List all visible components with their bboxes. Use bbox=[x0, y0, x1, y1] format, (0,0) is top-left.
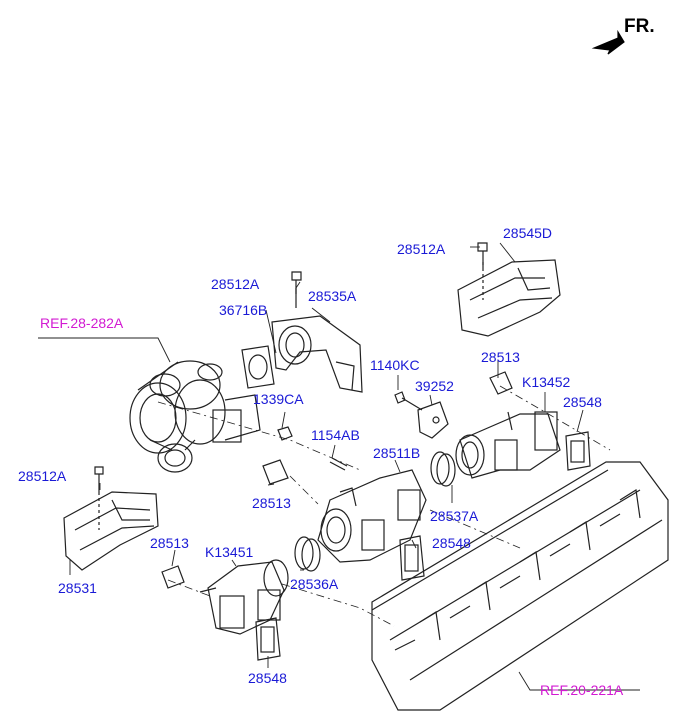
leader-lines bbox=[38, 242, 640, 691]
gasket-28548-rear-drawing bbox=[565, 431, 591, 471]
assembly-center-lines bbox=[157, 385, 611, 627]
part-label-28531[interactable]: 28531 bbox=[58, 580, 97, 596]
reference-label-cylinder-head[interactable]: REF.20-221A bbox=[540, 682, 624, 698]
heat-shield-28531-drawing bbox=[63, 491, 159, 571]
stud-1154ab-drawing bbox=[329, 457, 348, 471]
part-label-39252[interactable]: 39252 bbox=[415, 378, 454, 394]
bushing-28513-upper-drawing bbox=[489, 371, 513, 395]
seal-ring-28536a-drawing bbox=[294, 536, 321, 572]
heat-shield-28545d-drawing bbox=[457, 259, 561, 337]
bushing-28513-lower-drawing bbox=[161, 565, 185, 589]
bushing-28513-middle-drawing bbox=[262, 459, 289, 485]
part-label-28548-front[interactable]: 28548 bbox=[248, 670, 287, 686]
part-label-1140kc[interactable]: 1140KC bbox=[370, 357, 420, 373]
front-direction-label: FR. bbox=[624, 16, 655, 37]
exhaust-manifold-rear-drawing bbox=[455, 411, 561, 479]
part-label-28512a-left[interactable]: 28512A bbox=[18, 468, 67, 484]
bolt-28512a-left-drawing bbox=[94, 466, 104, 492]
cylinder-head-drawing bbox=[371, 461, 669, 711]
part-label-1339ca[interactable]: 1339CA bbox=[253, 391, 304, 407]
part-label-28513-upper[interactable]: 28513 bbox=[481, 349, 520, 365]
part-label-28511b[interactable]: 28511B bbox=[373, 445, 421, 461]
part-label-28512a-heatshield[interactable]: 28512A bbox=[397, 241, 446, 257]
part-label-28512a-upper[interactable]: 28512A bbox=[211, 276, 260, 292]
part-label-k13451[interactable]: K13451 bbox=[205, 544, 254, 560]
part-label-36716b[interactable]: 36716B bbox=[219, 302, 268, 318]
part-label-28548-middle[interactable]: 28548 bbox=[432, 535, 471, 551]
exhaust-manifold-center-drawing bbox=[317, 469, 427, 563]
gasket-28548-front-drawing bbox=[255, 617, 281, 661]
part-label-28513-lower[interactable]: 28513 bbox=[150, 535, 189, 551]
bolt-28512a-upper-drawing bbox=[291, 271, 302, 294]
gasket-28548-middle-drawing bbox=[399, 535, 425, 581]
bolt-1140kc-drawing bbox=[394, 391, 423, 411]
part-label-k13452[interactable]: K13452 bbox=[522, 374, 571, 390]
part-label-28548-rear[interactable]: 28548 bbox=[563, 394, 602, 410]
seal-ring-28537a-drawing bbox=[430, 451, 456, 487]
gasket-36716b-drawing bbox=[241, 345, 275, 389]
exhaust-manifold-front-drawing bbox=[199, 559, 289, 635]
part-label-28545d[interactable]: 28545D bbox=[503, 225, 553, 241]
turbocharger-drawing bbox=[129, 360, 261, 473]
elbow-adapter-28535a-drawing bbox=[271, 288, 363, 393]
part-label-1154ab[interactable]: 1154AB bbox=[311, 427, 360, 443]
front-direction-arrow-icon bbox=[591, 29, 625, 55]
part-label-28535a[interactable]: 28535A bbox=[308, 288, 357, 304]
reference-label-turbocharger[interactable]: REF.28-282A bbox=[40, 315, 124, 331]
bracket-39252-drawing bbox=[417, 401, 449, 439]
part-label-28537a[interactable]: 28537A bbox=[430, 508, 479, 524]
part-label-28513-middle[interactable]: 28513 bbox=[252, 495, 291, 511]
nut-1339ca-drawing bbox=[277, 426, 293, 441]
part-label-28536a[interactable]: 28536A bbox=[290, 576, 339, 592]
bolt-28512a-heatshield-drawing bbox=[477, 242, 488, 268]
